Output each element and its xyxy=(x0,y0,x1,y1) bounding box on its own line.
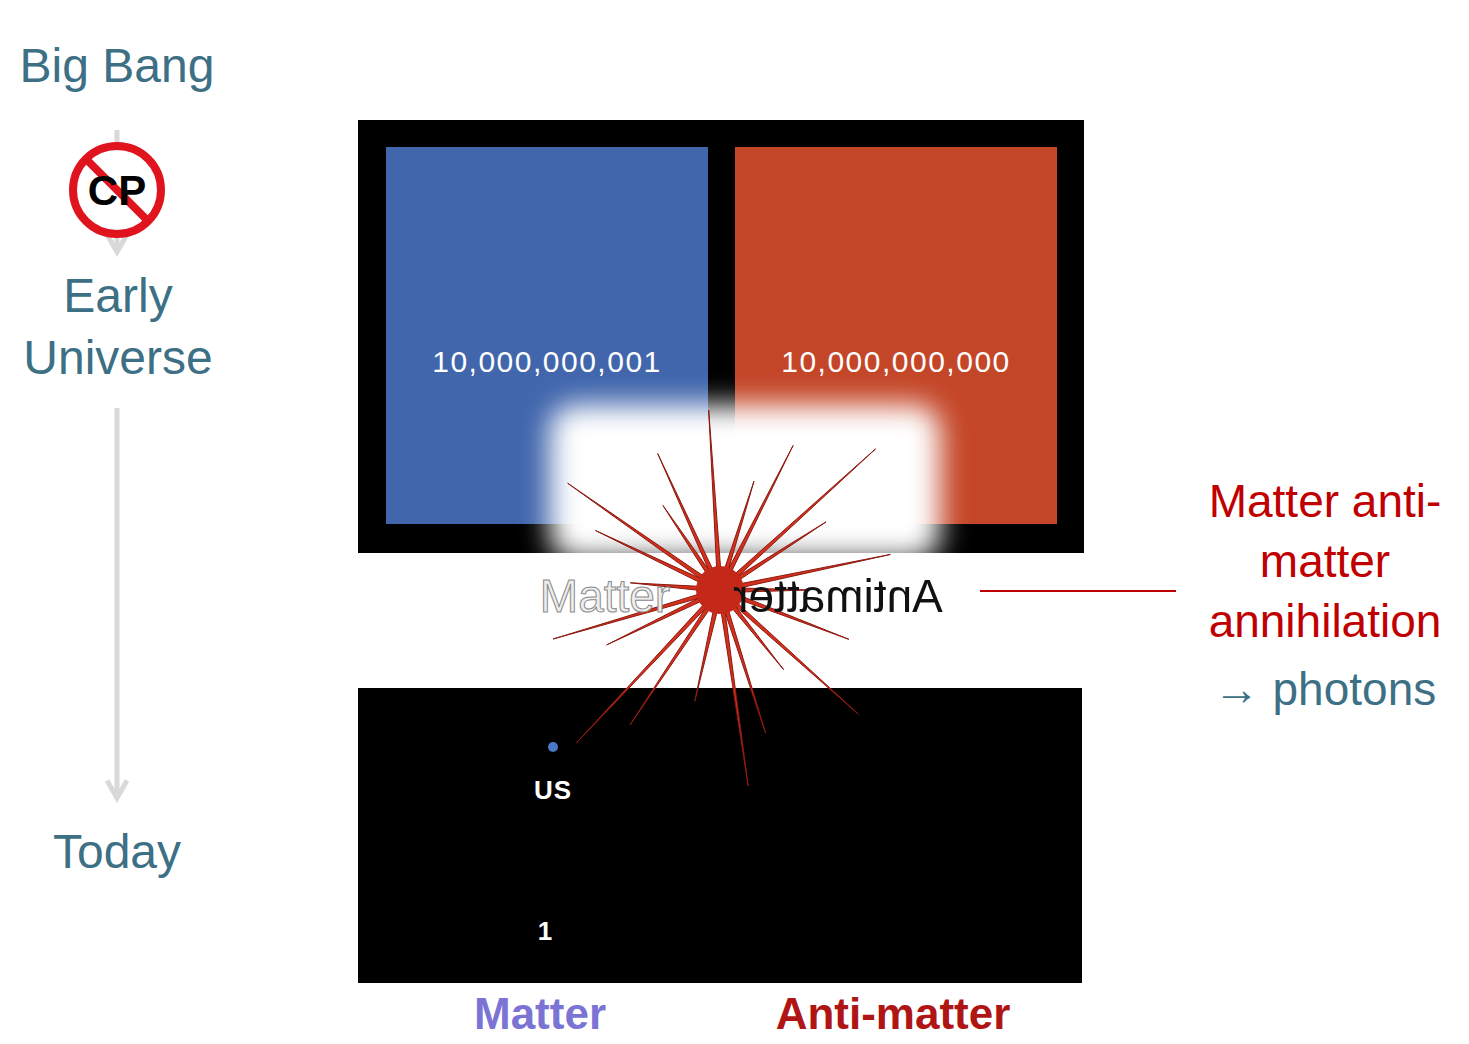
no-cp-circle xyxy=(73,146,161,234)
matter-column-label: Matter xyxy=(410,985,670,1042)
leader-line xyxy=(980,590,1176,592)
us-label: US xyxy=(534,775,572,806)
matter-count: 10,000,000,001 xyxy=(432,345,662,379)
matter-box: 10,000,000,001 xyxy=(386,147,708,524)
today-panel: US 1 xyxy=(358,688,1082,983)
timeline-label: Today xyxy=(7,821,227,883)
cp-symbol-text: CP xyxy=(72,164,162,219)
explosion-antimatter-text: Antimatter xyxy=(708,567,968,627)
annihilation-callout: Matter anti-matter annihilation xyxy=(1185,472,1465,651)
explosion-core xyxy=(696,566,744,614)
top-panel xyxy=(358,120,1084,553)
antimatter-column-label: Anti-matter xyxy=(743,985,1043,1042)
explosion-matter-text: Matter xyxy=(505,567,705,627)
timeline-arrow xyxy=(115,408,120,798)
explosion-group xyxy=(553,410,890,786)
annihilation-glow xyxy=(550,405,940,560)
antimatter-count: 10,000,000,000 xyxy=(781,345,1011,379)
timeline-label: Early Universe xyxy=(4,265,232,390)
explosion-star xyxy=(553,410,890,786)
no-cp-slash xyxy=(86,159,148,221)
photons-callout: → photons xyxy=(1185,660,1465,720)
matter-dot xyxy=(548,742,558,752)
antimatter-box: 10,000,000,000 xyxy=(735,147,1057,524)
timeline-label: Big Bang xyxy=(17,35,217,97)
count-label: 1 xyxy=(538,916,552,947)
